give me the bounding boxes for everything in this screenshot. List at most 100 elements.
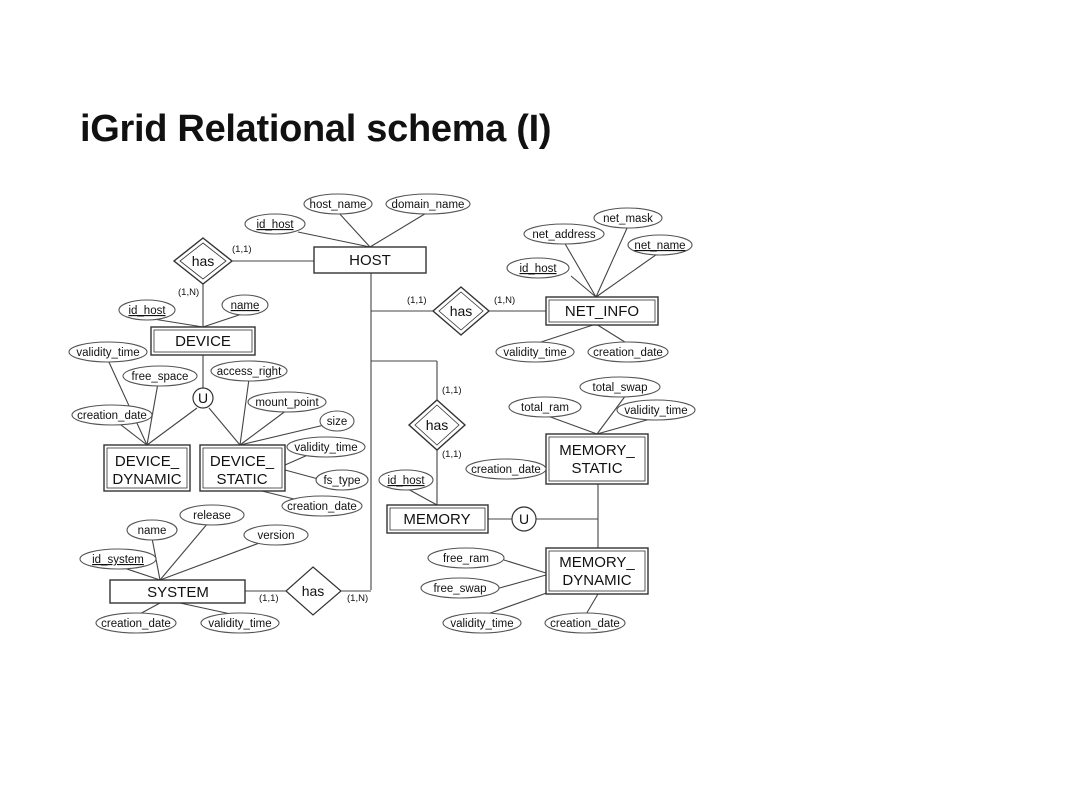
attr-net-address: net_address (523, 223, 605, 245)
relationship-host-system: has (285, 566, 342, 616)
svg-text:release: release (193, 510, 231, 522)
entity-device-dynamic-line2: DYNAMIC (112, 471, 181, 488)
attr-dev-free-space: free_space (122, 365, 198, 387)
attr-sys-validity-time: validity_time (200, 612, 280, 634)
card-host-device-device: (1,N) (178, 287, 199, 298)
attr-mem-dyn-creation-date: creation_date (544, 612, 626, 634)
entity-device-dynamic-line1: DEVICE_ (115, 453, 180, 470)
attr-dev-st-creation-date: creation_date (281, 495, 363, 517)
attr-dev-access-right: access_right (210, 360, 288, 382)
cardinalities: (1,1) (1,N) (1,1) (1,N) (1,1) (1,1) (1,1… (178, 244, 515, 604)
union-device-label: U (198, 390, 208, 406)
entity-memory-dynamic-line1: MEMORY_ (559, 554, 635, 571)
relationship-host-system-label: has (302, 583, 325, 599)
attr-sys-name: name (126, 519, 178, 541)
entity-host: HOST (313, 246, 427, 274)
svg-text:free_space: free_space (132, 371, 189, 383)
attr-net-creation-date: creation_date (587, 341, 669, 363)
entity-device-static-line2: STATIC (216, 471, 267, 488)
attr-mem-free-swap: free_swap (420, 577, 500, 599)
relationship-host-device-label: has (192, 253, 215, 269)
attr-net-name: net_name (627, 234, 693, 256)
svg-text:size: size (327, 416, 347, 428)
relationship-host-netinfo-label: has (450, 303, 473, 319)
page-title: iGrid Relational schema (I) (80, 108, 552, 150)
entity-host-label: HOST (349, 252, 391, 269)
attr-host-name: host_name (303, 193, 373, 215)
entity-device-static: DEVICE_ STATIC (199, 444, 286, 492)
svg-text:id_system: id_system (92, 554, 144, 566)
entity-memory-label: MEMORY (403, 511, 470, 528)
union-device: U (192, 387, 214, 409)
entity-system-label: SYSTEM (147, 584, 209, 601)
card-host-mem-host: (1,1) (442, 385, 462, 396)
svg-text:creation_date: creation_date (77, 410, 147, 422)
svg-text:free_ram: free_ram (443, 553, 489, 565)
entity-device-label: DEVICE (175, 333, 231, 350)
attributes: host_name domain_name id_host net_mask n… (68, 193, 696, 634)
svg-text:validity_time: validity_time (294, 442, 357, 454)
svg-text:id_host: id_host (128, 305, 166, 317)
entity-memory-static: MEMORY_ STATIC (545, 433, 649, 485)
card-host-mem-mem: (1,1) (442, 449, 462, 460)
attr-dev-st-validity-time: validity_time (286, 436, 366, 458)
svg-text:access_right: access_right (217, 366, 282, 378)
svg-text:net_mask: net_mask (603, 213, 653, 225)
union-memory-label: U (519, 511, 529, 527)
svg-text:validity_time: validity_time (503, 347, 566, 359)
attr-mem-free-ram: free_ram (427, 547, 505, 569)
svg-text:domain_name: domain_name (392, 199, 465, 211)
card-host-net-host: (1,1) (407, 295, 427, 306)
entity-memory-static-line2: STATIC (571, 460, 622, 477)
attr-dev-size: size (319, 410, 355, 432)
card-host-sys-sys: (1,1) (259, 593, 279, 604)
entity-device-dynamic: DEVICE_ DYNAMIC (103, 444, 191, 492)
attr-mem-validity-time: validity_time (616, 399, 696, 421)
attr-net-mask: net_mask (593, 207, 663, 229)
svg-text:creation_date: creation_date (101, 618, 171, 630)
svg-text:free_swap: free_swap (433, 583, 486, 595)
card-host-sys-host: (1,N) (347, 593, 368, 604)
svg-text:total_swap: total_swap (593, 382, 648, 394)
attr-sys-release: release (179, 504, 245, 526)
svg-text:fs_type: fs_type (323, 475, 360, 487)
attr-mem-total-ram: total_ram (508, 396, 582, 418)
svg-text:net_name: net_name (634, 240, 685, 252)
attr-mem-total-swap: total_swap (579, 376, 661, 398)
svg-text:creation_date: creation_date (287, 501, 357, 513)
svg-text:total_ram: total_ram (521, 402, 569, 414)
svg-text:validity_time: validity_time (450, 618, 513, 630)
svg-text:name: name (231, 300, 260, 312)
svg-text:validity_time: validity_time (624, 405, 687, 417)
attr-mem-dyn-validity-time: validity_time (442, 612, 522, 634)
card-host-device-host: (1,1) (232, 244, 252, 255)
svg-text:creation_date: creation_date (550, 618, 620, 630)
svg-text:name: name (138, 525, 167, 537)
svg-text:id_host: id_host (519, 263, 557, 275)
svg-text:net_address: net_address (532, 229, 596, 241)
entity-device: DEVICE (150, 326, 256, 356)
attr-net-id-host: id_host (506, 257, 570, 279)
attr-dev-validity-time: validity_time (68, 341, 148, 363)
attr-sys-creation-date: creation_date (95, 612, 177, 634)
svg-text:validity_time: validity_time (208, 618, 271, 630)
entity-system: SYSTEM (109, 579, 246, 604)
attr-dev-name: name (221, 294, 269, 316)
attr-sys-version: version (243, 524, 309, 546)
svg-text:id_host: id_host (387, 475, 425, 487)
relationship-host-device: has (172, 237, 234, 285)
relationship-host-memory: has (407, 399, 467, 451)
attr-dev-creation-date: creation_date (71, 404, 153, 426)
entity-net-info-label: NET_INFO (565, 303, 639, 320)
attr-dev-id-host: id_host (118, 299, 176, 321)
svg-text:validity_time: validity_time (76, 347, 139, 359)
entity-device-static-line1: DEVICE_ (210, 453, 275, 470)
attr-net-validity-time: validity_time (495, 341, 575, 363)
attr-mem-id-host: id_host (378, 469, 434, 491)
svg-text:host_name: host_name (310, 199, 367, 211)
svg-text:version: version (257, 530, 294, 542)
attr-dev-fs-type: fs_type (315, 469, 369, 491)
entity-memory: MEMORY (386, 504, 489, 534)
card-host-net-net: (1,N) (494, 295, 515, 306)
attr-host-id-host: id_host (244, 213, 306, 235)
